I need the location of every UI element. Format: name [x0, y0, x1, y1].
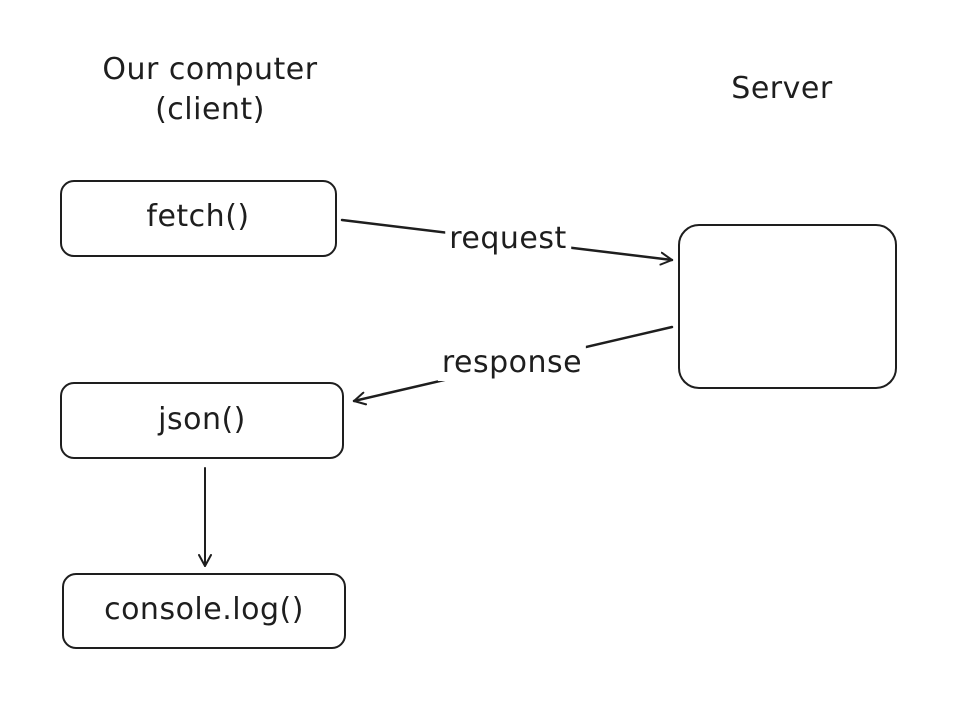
console-log-label: console.log()	[104, 592, 304, 627]
fetch-box	[60, 180, 337, 257]
server-column-title: Server	[731, 71, 833, 106]
fetch-label: fetch()	[146, 199, 250, 234]
response-label: response	[437, 345, 587, 381]
request-label: request	[445, 221, 571, 257]
json-box	[60, 382, 344, 459]
server-box	[678, 224, 897, 389]
console-log-box	[62, 573, 346, 649]
json-label: json()	[158, 402, 246, 437]
client-column-title: Our computer (client)	[102, 52, 318, 127]
